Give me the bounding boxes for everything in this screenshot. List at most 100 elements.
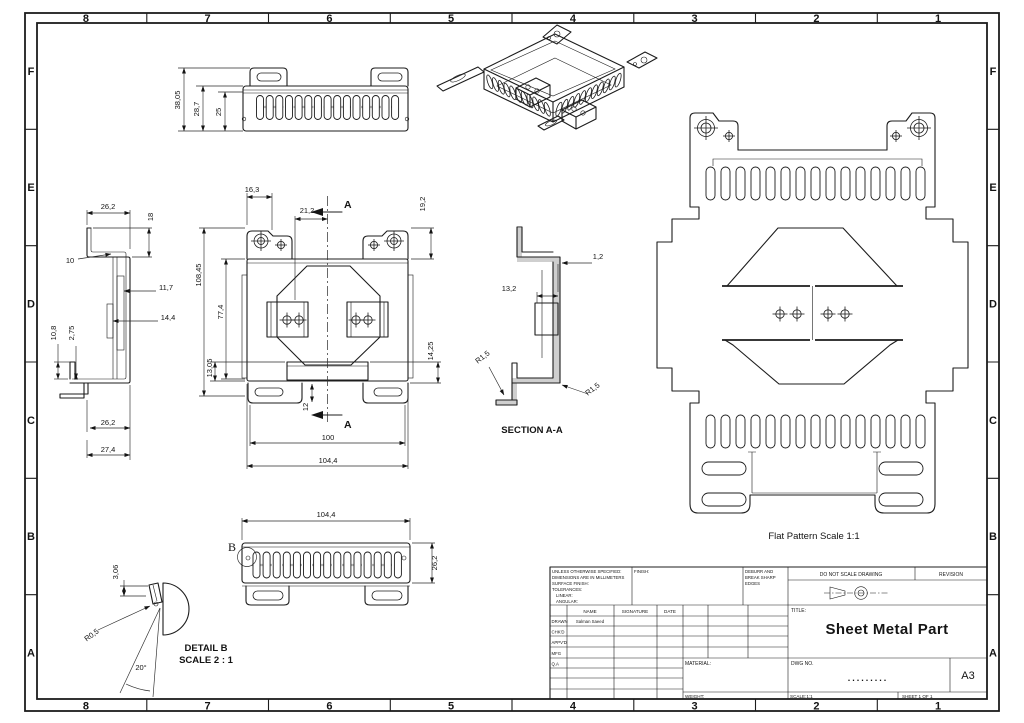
zone-row: F xyxy=(28,66,35,78)
zone-row: C xyxy=(989,415,997,427)
zone-row: A xyxy=(27,648,35,660)
zone-row: C xyxy=(27,415,35,427)
section-label: SECTION A-A xyxy=(501,425,563,436)
tb-signature-header: SIGNATURE xyxy=(622,609,648,614)
zone-col: 4 xyxy=(570,701,577,713)
flat-pattern-label: Flat Pattern Scale 1:1 xyxy=(768,531,859,542)
tb-spec-3: SURFACE FINISH: xyxy=(552,581,589,586)
view-section-aa: 1,2 13,2 R1,5 R1,5 SECTION A-A xyxy=(473,226,603,436)
tb-title-label: TITLE: xyxy=(791,608,806,614)
zone-col: 2 xyxy=(813,701,819,713)
view-front: A A 16,3 21,2 19,2 14,25 12 100 104,4 10… xyxy=(194,185,441,469)
tb-spec-5: LINEAR: xyxy=(556,593,573,598)
dim-bottom-104: 104,4 xyxy=(317,510,336,519)
zone-col: 8 xyxy=(83,701,89,713)
zone-col: 2 xyxy=(813,13,819,25)
zone-col: 6 xyxy=(326,13,332,25)
zone-col: 7 xyxy=(205,13,211,25)
dim-top-height: 38,05 xyxy=(173,91,182,110)
tb-deburr-3: EDGES xyxy=(745,581,760,586)
tb-dwg-number: ......... xyxy=(848,673,889,683)
dim-detail-306: 3,06 xyxy=(111,565,120,580)
dim-detail-20deg: 20° xyxy=(135,663,146,672)
tb-drawn-name: Salman Saeed xyxy=(576,619,605,624)
dim-top-mid: 28,7 xyxy=(192,102,201,117)
view-top: 38,05 28,7 25 xyxy=(173,67,410,132)
tb-sheet-number: SHEET 1 OF 1 xyxy=(902,694,933,699)
tb-spec-2: DIMENSIONS ARE IN MILLIMETERS xyxy=(552,575,624,580)
tb-scale: SCALE:1:1 xyxy=(790,694,813,699)
zone-col: 8 xyxy=(83,13,89,25)
tb-material-label: MATERIAL: xyxy=(685,661,711,667)
dim-side-out-width: 27,4 xyxy=(101,445,116,454)
tb-revision: REVISION xyxy=(939,572,963,578)
zone-col: 5 xyxy=(448,13,454,25)
zone-row: B xyxy=(27,531,35,543)
view-detail-b: 3,06 R0,5 20° DETAIL B SCALE 2 : 1 xyxy=(82,565,234,698)
tb-date-header: DATE xyxy=(664,609,676,614)
dim-side-108: 10,8 xyxy=(49,326,58,341)
tb-deburr-1: DEBURR AND xyxy=(745,569,773,574)
tb-finish-label: FINISH: xyxy=(634,569,649,574)
dim-side-10: 10 xyxy=(66,256,74,265)
dim-front-12: 12 xyxy=(301,403,310,411)
tb-row-drawn: DRAWN xyxy=(552,619,568,624)
view-isometric xyxy=(436,24,658,131)
dim-front-10845: 108,45 xyxy=(194,264,203,287)
tb-row-appvd: APPV'D xyxy=(552,640,567,645)
dim-front-212: 21,2 xyxy=(300,206,315,215)
dim-side-275: 2,75 xyxy=(67,326,76,341)
tb-spec-4: TOLERANCES: xyxy=(552,587,582,592)
view-bottom: B 104,4 26,2 xyxy=(228,510,439,606)
dim-section-12: 1,2 xyxy=(593,252,603,261)
section-marker-top: A xyxy=(344,199,352,211)
dim-front-100: 100 xyxy=(322,433,335,442)
dim-bottom-262: 26,2 xyxy=(430,556,439,571)
dim-side-top-width: 26,2 xyxy=(101,202,116,211)
tb-size: A3 xyxy=(961,670,974,682)
zone-row: E xyxy=(989,182,996,194)
dim-front-163: 16,3 xyxy=(245,185,260,194)
dim-top-inner: 25 xyxy=(214,108,223,116)
zone-row: F xyxy=(990,66,997,78)
tb-spec-6: ANGULAR: xyxy=(556,599,578,604)
tb-row-qa: Q.A xyxy=(552,662,560,667)
section-marker-bottom: A xyxy=(344,419,352,431)
tb-deburr-2: BREAK SHARP xyxy=(745,575,776,580)
dim-side-bot-width: 26,2 xyxy=(101,418,116,427)
zone-col: 5 xyxy=(448,701,454,713)
sheet-frame: 8 7 6 5 4 3 2 1 8 7 6 5 4 3 2 1 F E D C … xyxy=(24,12,1000,713)
tb-do-not-scale: DO NOT SCALE DRAWING xyxy=(820,572,883,578)
title-block: UNLESS OTHERWISE SPECIFIED: DIMENSIONS A… xyxy=(549,566,988,700)
dim-front-192: 19,2 xyxy=(418,197,427,212)
detail-label: DETAIL B xyxy=(185,643,228,654)
zone-row: B xyxy=(989,531,997,543)
zone-row: E xyxy=(27,182,34,194)
dim-section-132: 13,2 xyxy=(502,284,517,293)
dim-front-774: 77,4 xyxy=(216,305,225,320)
dim-front-1305: 13,05 xyxy=(205,359,214,378)
dim-front-104: 104,4 xyxy=(319,456,338,465)
zone-col: 3 xyxy=(692,13,698,25)
dim-side-144: 14,4 xyxy=(161,313,176,322)
tb-name-header: NAME xyxy=(583,609,596,614)
zone-col: 1 xyxy=(935,13,941,25)
tb-title: Sheet Metal Part xyxy=(825,621,948,638)
tb-spec-1: UNLESS OTHERWISE SPECIFIED: xyxy=(552,569,621,574)
detail-marker-b: B xyxy=(228,540,236,554)
dim-section-r15-right: R1,5 xyxy=(583,381,601,398)
zone-col: 6 xyxy=(326,701,332,713)
zone-row: A xyxy=(989,648,997,660)
dim-section-r15-left: R1,5 xyxy=(473,349,491,366)
view-side-left: 26,2 18 10 11,7 14,4 10,8 2,75 26,2 27,4 xyxy=(49,202,175,460)
dim-side-117: 11,7 xyxy=(159,283,173,292)
dim-detail-r05: R0,5 xyxy=(82,627,100,644)
zone-row: D xyxy=(989,299,997,311)
dim-front-1425: 14,25 xyxy=(426,342,435,361)
zone-col: 3 xyxy=(692,701,698,713)
dim-side-18: 18 xyxy=(146,213,155,221)
projection-symbol-icon xyxy=(824,586,888,600)
tb-weight-label: WEIGHT: xyxy=(685,694,704,699)
zone-col: 4 xyxy=(570,13,577,25)
